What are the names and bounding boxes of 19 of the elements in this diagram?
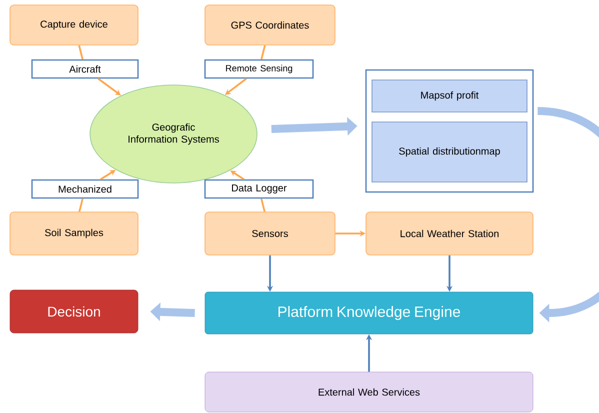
output-box: Mapsof profit [372,80,528,112]
source-box: Local Weather Station [366,212,534,256]
service-box: External Web Services [204,372,534,412]
connector-line [78,198,84,212]
output-box: Spatial distributionmap [372,122,528,182]
connector-line [260,45,266,60]
source-box: Capture device [10,4,138,46]
source-box: Sensors [204,212,336,256]
label-box: Mechanized [31,179,139,199]
connector-line [78,45,84,60]
block-arrow [537,107,599,322]
label-box: Remote Sensing [204,59,314,79]
source-box: Soil Samples [10,212,138,256]
label-box: Aircraft [31,59,139,79]
label-box: Data Logger [204,179,314,199]
source-box: GPS Coordinates [204,4,336,46]
decision-box: Decision [10,290,138,334]
engine-box: Platform Knowledge Engine [204,292,534,334]
connector-line [260,198,266,212]
